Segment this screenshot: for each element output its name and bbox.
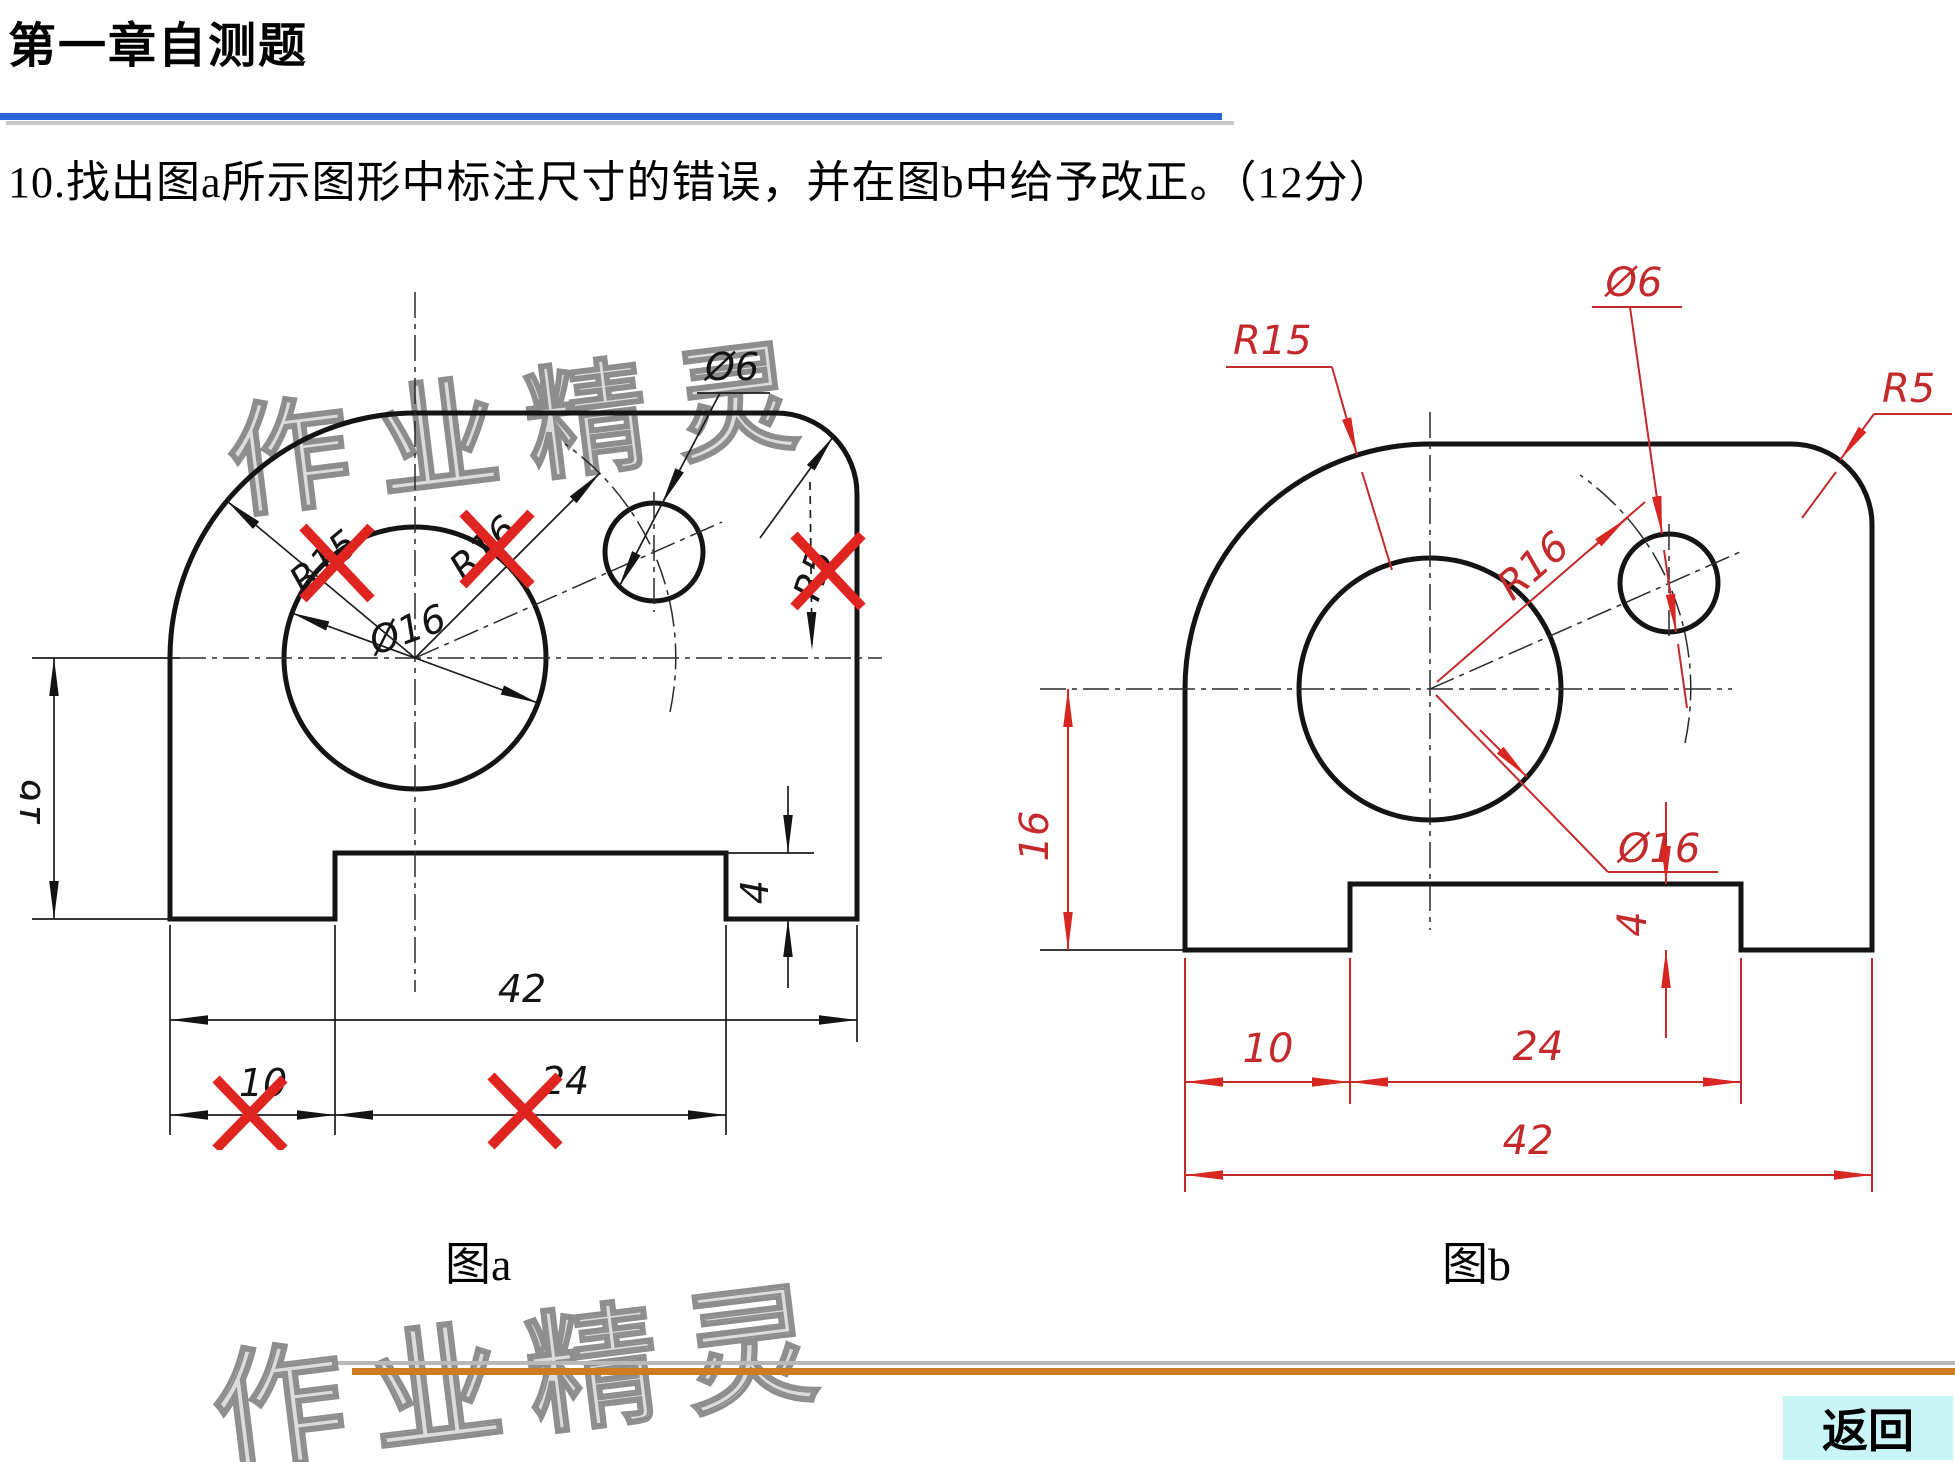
question-text: 10.找出图a所示图形中标注尺寸的错误，并在图b中给予改正。（12分） bbox=[8, 158, 1394, 207]
leader-dia6-a bbox=[661, 392, 721, 505]
dim-label-4-b: 4 bbox=[1610, 911, 1656, 936]
leader-dia6-a bbox=[618, 491, 669, 588]
leader-dia6-b bbox=[1677, 643, 1688, 709]
title-underline bbox=[0, 113, 1222, 120]
leader-r5-b bbox=[1839, 413, 1875, 461]
dim-label-dia6-a: Ø6 bbox=[703, 345, 759, 389]
dim-line-r5-a bbox=[806, 481, 817, 651]
leader-r15-b bbox=[1331, 366, 1358, 456]
dim-label-42-a: 42 bbox=[498, 967, 546, 1011]
plate-outline-a bbox=[167, 410, 860, 922]
dim-label-24-b: 24 bbox=[1513, 1024, 1564, 1070]
plate-outline-b bbox=[1182, 441, 1875, 953]
dim-line-dia16-b bbox=[1479, 729, 1528, 778]
locating-arc-a bbox=[564, 443, 677, 713]
page-title: 第一章自测题 bbox=[8, 20, 309, 73]
dim-label-r16-a: R16 bbox=[441, 507, 526, 590]
centerline-holes-b bbox=[1429, 551, 1741, 690]
leader-r5-b bbox=[1801, 471, 1837, 519]
dim-label-r15-a: R15 bbox=[281, 521, 367, 603]
centerline-holes-a bbox=[414, 521, 723, 659]
dim-label-dia16-b: Ø16 bbox=[1616, 826, 1700, 872]
dim-label-r5-b: R5 bbox=[1882, 366, 1935, 412]
dim-line-r5-a bbox=[759, 436, 834, 539]
dim-line-dia16-a bbox=[291, 612, 416, 659]
leader-dia6-b bbox=[1663, 549, 1677, 633]
watermark-text: 作业精灵 bbox=[204, 1266, 851, 1462]
dim-label-r15-b: R15 bbox=[1233, 318, 1312, 364]
leader-r15-b bbox=[1361, 471, 1393, 571]
footer-orange-line bbox=[352, 1368, 1955, 1375]
footer-gray-line bbox=[338, 1361, 1955, 1365]
error-cross-icon bbox=[299, 523, 375, 603]
dim-line-r16-b bbox=[1589, 517, 1628, 551]
back-button[interactable]: 返回 bbox=[1783, 1396, 1953, 1460]
figure-b-caption: 图b bbox=[1442, 1239, 1511, 1290]
error-cross-icon bbox=[459, 509, 535, 589]
error-cross-icon bbox=[790, 531, 866, 611]
figure-a-drawing: 16 42 10 24 4 Ø16 bbox=[20, 292, 882, 1150]
dim-label-42-b: 42 bbox=[1503, 1118, 1554, 1164]
figure-b-drawing: R15 Ø6 R5 R16 Ø16 16 4 bbox=[1012, 260, 1952, 1192]
error-cross-icon bbox=[487, 1072, 563, 1150]
dim-label-16-b: 16 bbox=[1012, 811, 1058, 862]
dim-label-10-b: 10 bbox=[1243, 1026, 1294, 1072]
figure-a-caption: 图a bbox=[445, 1239, 512, 1290]
dim-label-dia6-b: Ø6 bbox=[1604, 260, 1663, 306]
locating-arc-b bbox=[1579, 474, 1692, 744]
dim-line-dia16-b bbox=[1435, 694, 1609, 873]
dim-label-4-a: 4 bbox=[733, 880, 777, 904]
dim-label-r16-b: R16 bbox=[1489, 523, 1579, 609]
dim-label-16-a: 16 bbox=[20, 778, 49, 826]
leader-dia6-b bbox=[1629, 306, 1663, 535]
dim-line-dia16-a bbox=[414, 657, 539, 704]
title-underline-shadow bbox=[6, 121, 1234, 125]
error-cross-icon bbox=[212, 1075, 288, 1150]
